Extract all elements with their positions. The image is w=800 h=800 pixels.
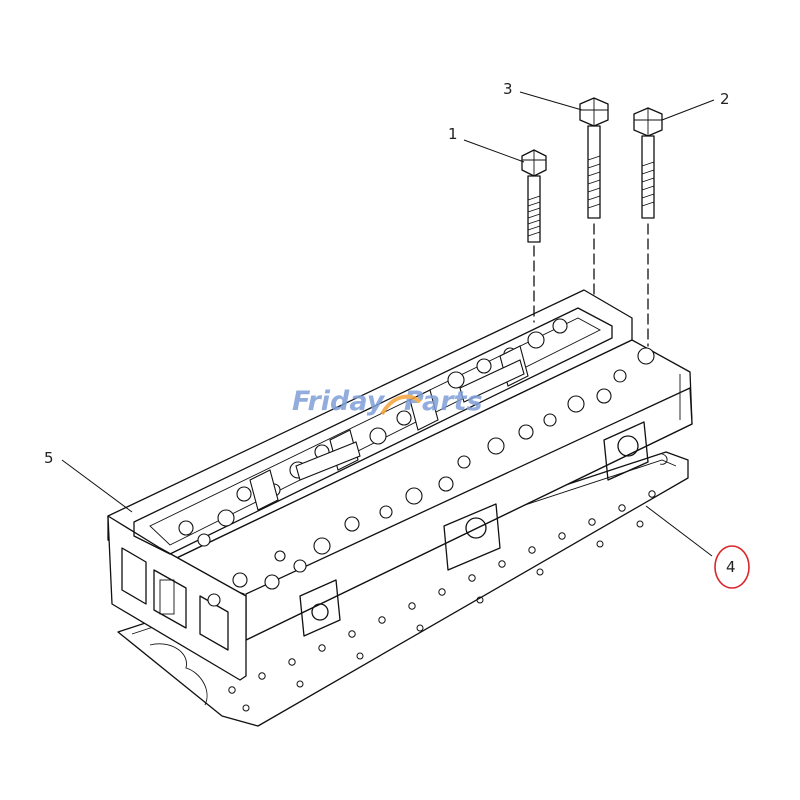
callout-4-highlight-circle (714, 545, 750, 589)
rocker-pedestals (249, 345, 529, 511)
watermark-friday: Friday (292, 386, 386, 417)
callout-5: 5 (44, 449, 54, 467)
callout-1: 1 (448, 125, 458, 143)
watermark-logo: Friday Parts (292, 386, 483, 417)
bolt-1 (521, 149, 547, 323)
cylinder-head (107, 289, 693, 681)
callout-2: 2 (720, 90, 730, 108)
callout-4: 4 (726, 558, 736, 576)
watermark-parts: Parts (404, 386, 483, 417)
bolt-3 (579, 97, 609, 299)
gasket-holes (228, 490, 656, 712)
bolt-2 (633, 107, 663, 347)
callout-3: 3 (503, 80, 513, 98)
leader-lines (61, 91, 715, 557)
watermark-swoosh (380, 394, 422, 416)
